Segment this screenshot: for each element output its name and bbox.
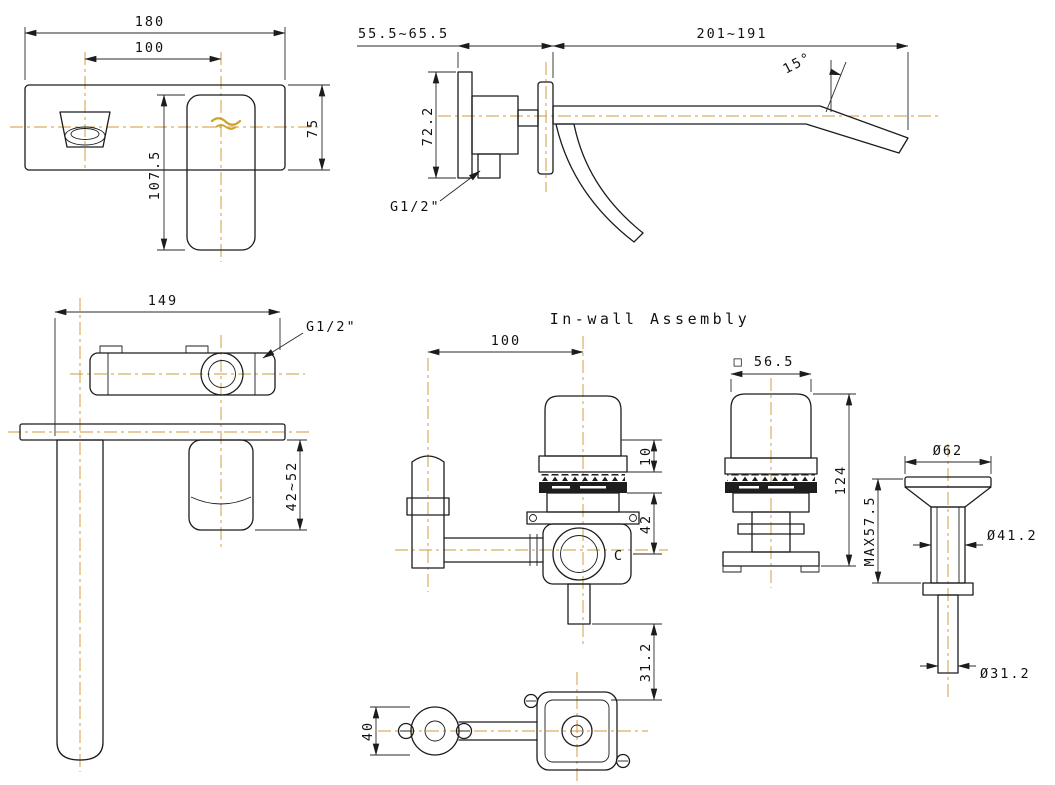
warning-triangle-row xyxy=(541,474,625,481)
dim-max-depth: MAX57.5 xyxy=(862,496,878,567)
lever-handle-side xyxy=(555,123,644,243)
view-inwall-bottom: 40 xyxy=(360,672,648,782)
object-geometry xyxy=(406,395,640,625)
view-front-trim: 180 100 75 107.5 xyxy=(10,14,330,262)
spout-top xyxy=(56,439,104,761)
view-drain: Ø62 MAX57.5 Ø41.2 Ø31.2 xyxy=(862,443,1038,700)
dim-plate-width: 180 xyxy=(135,14,165,30)
dim-handle-length: 107.5 xyxy=(147,150,163,201)
dim-handle-projection: 42~52 xyxy=(284,461,300,512)
dimension-lines xyxy=(54,308,307,531)
wall-plate-edge xyxy=(19,423,286,441)
dim-pipe-spacing: 100 xyxy=(491,333,521,349)
base-flange xyxy=(722,551,820,567)
coupling-nut xyxy=(406,497,450,516)
dim-inwall-depth: 55.5~65.5 xyxy=(358,26,449,42)
dimension-lines xyxy=(730,370,856,567)
dim-tail-diameter: Ø31.2 xyxy=(980,666,1031,682)
cold-marking: C xyxy=(614,548,624,564)
bottom-outlet-stub xyxy=(567,583,591,625)
dim-body-length: 149 xyxy=(148,293,178,309)
cartridge-top xyxy=(200,352,244,396)
dimension-lines xyxy=(357,42,909,202)
assembly-title: In-wall Assembly xyxy=(550,310,751,328)
centerlines xyxy=(8,298,312,772)
object-geometry xyxy=(722,393,820,573)
dim-hole-spacing: 100 xyxy=(135,40,165,56)
mounting-plate-side xyxy=(457,71,473,179)
thread-leader xyxy=(262,332,304,359)
thread-leader xyxy=(439,170,481,202)
dim-spout-angle: 15° xyxy=(780,49,814,77)
dimension-lines xyxy=(872,456,992,670)
trim-plate-side xyxy=(537,81,554,175)
valve-body-side xyxy=(471,95,519,155)
angle-annotation xyxy=(825,60,847,113)
dim-body-depth: 42 xyxy=(638,514,654,534)
dim-body-diameter: Ø41.2 xyxy=(987,528,1038,544)
dim-flange-height: 40 xyxy=(360,721,376,741)
centerlines xyxy=(395,336,668,644)
label-thread-size: G1/2" xyxy=(390,199,441,215)
dimension-lines xyxy=(370,706,410,756)
dimension-lines xyxy=(24,27,330,251)
centerlines xyxy=(10,52,320,262)
object-geometry xyxy=(397,691,631,771)
dimension-lines xyxy=(427,348,662,701)
body-bar-top xyxy=(89,352,276,396)
inlet-pipe xyxy=(477,153,501,179)
wall-plate xyxy=(24,84,286,171)
object-geometry xyxy=(19,345,286,761)
handle-front xyxy=(186,94,256,251)
handle-top xyxy=(188,439,254,531)
object-geometry xyxy=(457,71,909,243)
dim-flange-diameter: Ø62 xyxy=(933,443,963,459)
spout-side xyxy=(552,105,909,154)
protective-cap xyxy=(544,395,622,457)
dim-plate-height: 75 xyxy=(305,118,321,138)
side-inlet-pipe xyxy=(411,455,445,569)
view-inwall-side: □ 56.5 124 xyxy=(722,354,856,588)
centerlines xyxy=(378,672,648,782)
valve-body-bottom xyxy=(536,691,618,771)
brand-logo-mark xyxy=(210,117,242,130)
view-inwall-front: In-wall Assembly xyxy=(360,310,751,782)
dim-body-height: 72.2 xyxy=(420,106,436,147)
dim-cap-square: □ 56.5 xyxy=(734,354,795,370)
dim-total-height: 124 xyxy=(833,465,849,495)
centerlines xyxy=(438,62,940,192)
view-side-trim: 55.5~65.5 201~191 72.2 15° G1/2" xyxy=(357,26,940,243)
object-geometry xyxy=(24,84,286,251)
dim-depth-adjust: 10 xyxy=(638,446,654,466)
label-thread-size: G1/2" xyxy=(306,319,357,335)
dim-spout-reach: 201~191 xyxy=(697,26,768,42)
view-top-trim: 149 G1/2" 42~52 xyxy=(8,293,357,772)
protective-cap-side xyxy=(730,393,812,459)
drain-tailpipe xyxy=(937,594,959,674)
dim-outlet-offset: 31.2 xyxy=(638,642,654,683)
warning-triangle-row xyxy=(727,474,815,481)
